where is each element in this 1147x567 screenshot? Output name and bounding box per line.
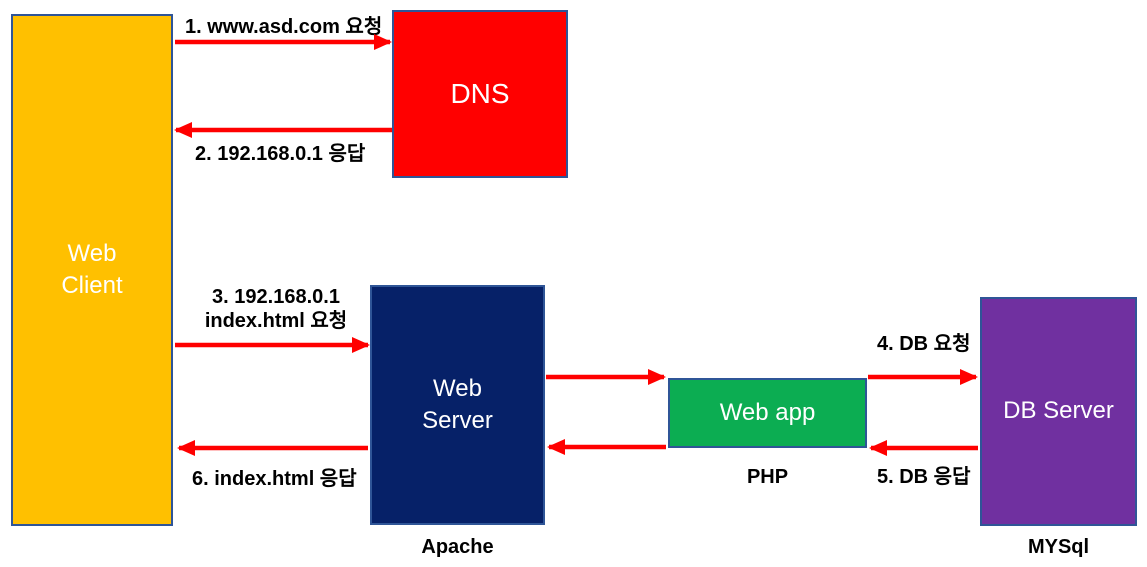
node-web-client-label-line1: Web [67, 239, 117, 267]
node-dns: DNS [392, 10, 568, 178]
caption-mysql: MYSql [1027, 536, 1090, 558]
node-dns-label: DNS [450, 78, 510, 110]
edge-label-db-request: 4. DB 요청 [877, 333, 971, 355]
edge-label-dns-request: 1. www.asd.com 요청 [185, 16, 383, 38]
edge-label-page-response: 6. index.html 응답 [192, 468, 357, 490]
edge-label-page-request-line1: 3. 192.168.0.1 [212, 286, 340, 308]
node-web-server-label: Web Server [422, 373, 493, 438]
edge-label-page-request-line2: index.html 요청 [204, 310, 348, 332]
node-web-app-label: Web app [719, 398, 816, 426]
node-web-server: Web Server [370, 285, 545, 525]
node-db-server-label: DB Server [1003, 397, 1114, 425]
caption-apache: Apache [421, 536, 494, 558]
caption-php: PHP [746, 466, 789, 488]
node-web-app: Web app [668, 378, 867, 448]
node-web-client-label-line2: Client [61, 272, 123, 299]
node-web-server-label-line1: Web [433, 374, 482, 402]
node-web-client-label: Web Client [61, 238, 122, 303]
edge-label-page-request: 3. 192.168.0.1 index.html 요청 [195, 285, 357, 333]
node-db-server: DB Server [980, 297, 1137, 526]
edge-label-dns-response: 2. 192.168.0.1 응답 [195, 143, 366, 165]
edge-label-db-response: 5. DB 응답 [877, 466, 971, 488]
node-web-server-label-line2: Server [422, 407, 493, 434]
node-web-client: Web Client [11, 14, 173, 526]
